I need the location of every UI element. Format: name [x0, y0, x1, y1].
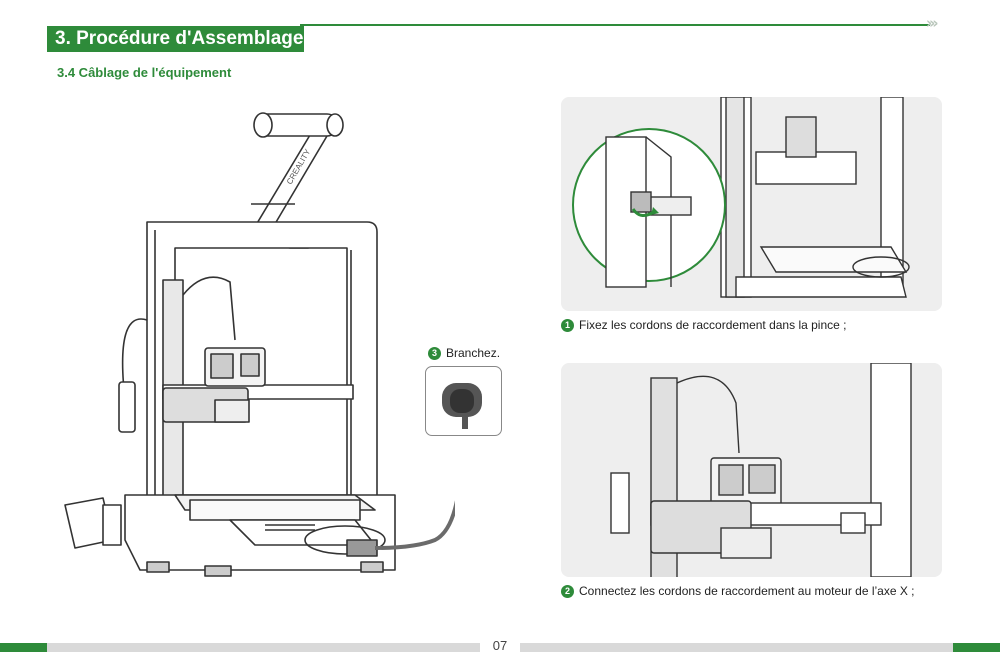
cable-clip-illustration: [572, 97, 910, 298]
step-number-badge: 2: [561, 584, 574, 598]
step-number-badge: 3: [428, 346, 441, 360]
step-3-text: Branchez.: [446, 346, 501, 360]
plug-icon: [442, 383, 482, 429]
page-number: 07: [492, 638, 508, 653]
footer-bar-right: [520, 643, 953, 652]
footer-bar-left: [47, 643, 480, 652]
printer-illustration: CREALITY: [64, 112, 455, 577]
step-1-label: 1 Fixez les cordons de raccordement dans…: [561, 318, 846, 332]
step-3-label: 3 Branchez.: [428, 346, 500, 360]
detail-panel-2: [561, 363, 942, 577]
footer-accent-left: [0, 643, 47, 652]
subsection-title: 3.4 Câblage de l'équipement: [57, 65, 232, 80]
detail-panel-1: [561, 97, 942, 311]
chevron-right-icon: ›››: [926, 14, 938, 32]
footer-accent-right: [953, 643, 1000, 652]
x-motor-illustration: [610, 363, 912, 577]
step-2-label: 2 Connectez les cordons de raccordement …: [561, 584, 915, 598]
plug-callout: [425, 366, 502, 436]
step-1-text: Fixez les cordons de raccordement dans l…: [579, 318, 847, 332]
section-title: 3. Procédure d'Assemblage: [47, 26, 304, 52]
step-number-badge: 1: [561, 318, 574, 332]
header-rule: [300, 24, 930, 26]
step-2-text: Connectez les cordons de raccordement au…: [579, 584, 915, 598]
